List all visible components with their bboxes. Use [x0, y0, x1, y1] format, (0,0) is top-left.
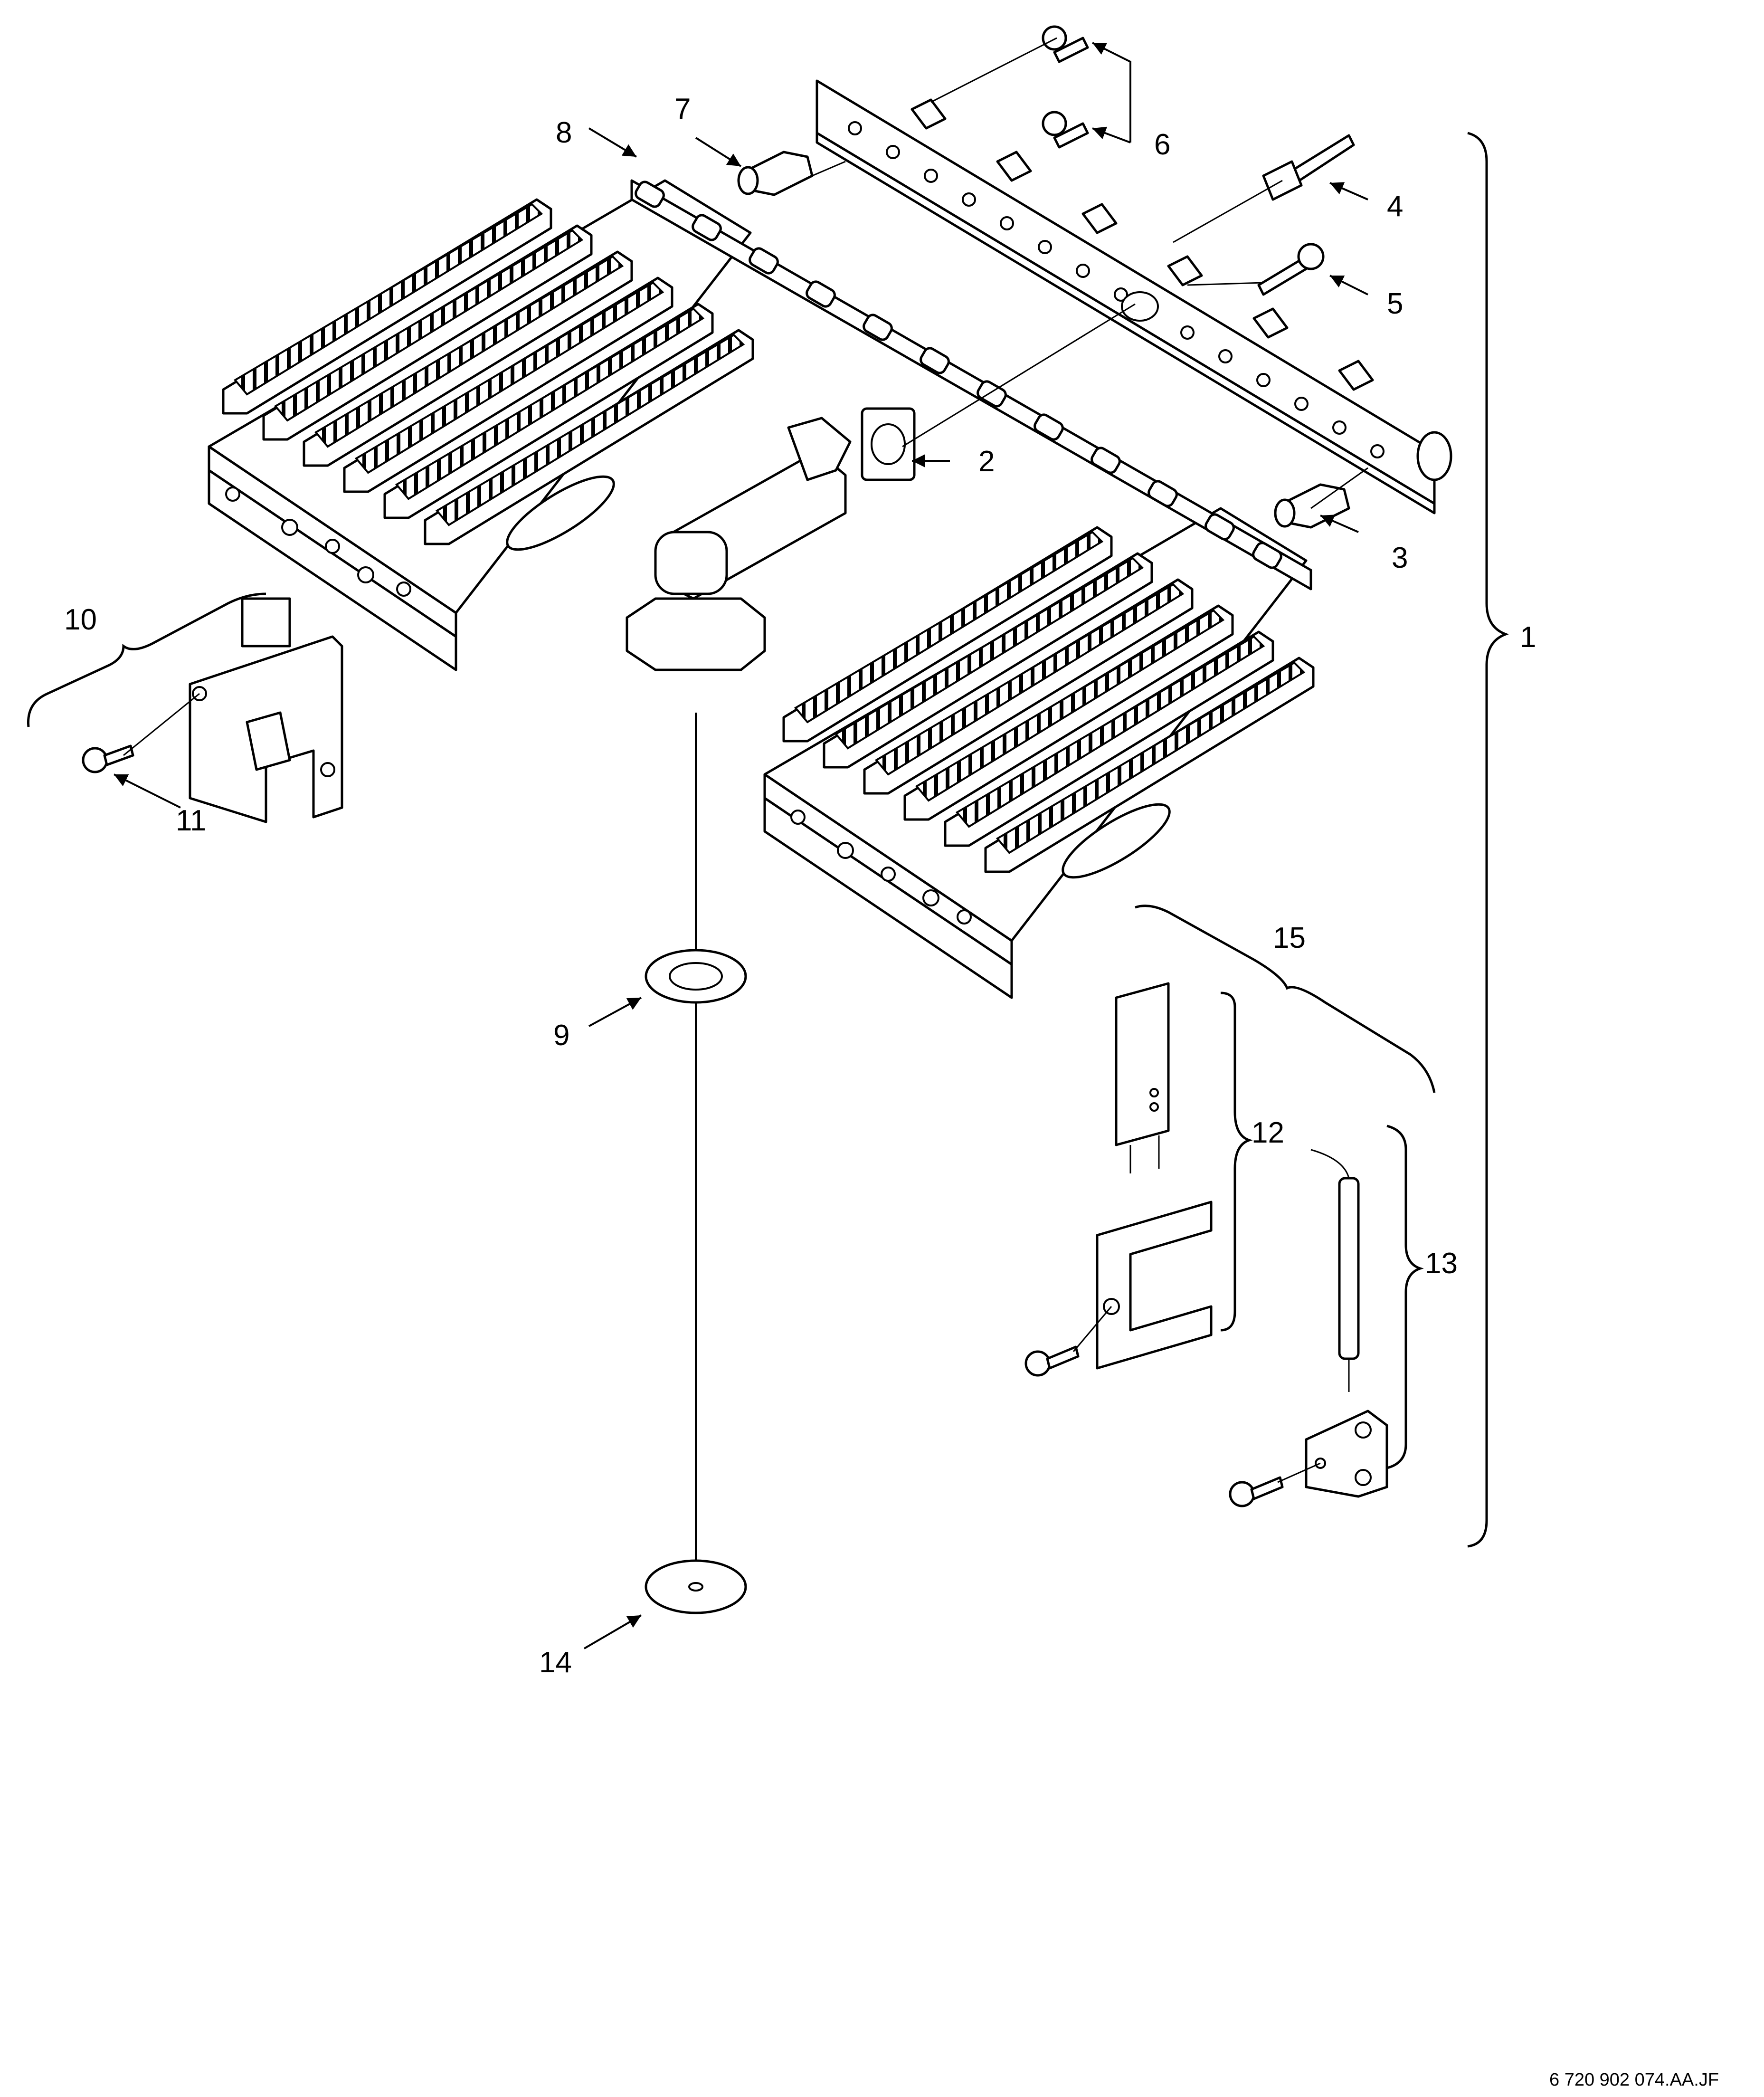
label-2: 2 — [978, 445, 995, 478]
label-6: 6 — [1154, 128, 1170, 161]
label-9: 9 — [553, 1019, 569, 1052]
screw-13 — [1229, 1476, 1284, 1507]
washer-14-hole — [688, 1582, 703, 1592]
flame-sensor-electrode — [1115, 982, 1170, 1173]
label-4: 4 — [1387, 190, 1403, 223]
brace-13 — [1386, 1125, 1424, 1469]
label-11: 11 — [176, 804, 206, 837]
brace-10 — [27, 592, 266, 727]
screw-6b — [1042, 111, 1089, 149]
label-5: 5 — [1387, 287, 1403, 320]
gasket-hole — [871, 423, 906, 465]
nozzle-7 — [737, 151, 814, 196]
brace-12 — [1220, 991, 1253, 1332]
label-14: 14 — [539, 1646, 572, 1679]
bracket-10 — [189, 597, 343, 823]
burner-bank-right — [763, 507, 1315, 999]
electrode-clip-12 — [1096, 1201, 1213, 1370]
brace-15 — [1135, 905, 1436, 1093]
screw-6a — [1042, 25, 1089, 63]
drawing-reference: 6 720 902 074.AA.JF — [1549, 2070, 1719, 2090]
nozzle-3 — [1274, 483, 1350, 529]
jet-strip — [630, 179, 1312, 591]
brace-1 — [1467, 132, 1509, 1548]
electrode-clip-13 — [1305, 1410, 1388, 1498]
label-3: 3 — [1392, 542, 1408, 574]
label-1: 1 — [1520, 621, 1536, 654]
label-13: 13 — [1425, 1247, 1458, 1280]
screw-12 — [1024, 1345, 1080, 1377]
washer-9-hole — [669, 962, 723, 991]
burner-bank-left — [208, 179, 754, 671]
label-12: 12 — [1252, 1116, 1284, 1149]
screw-5 — [1257, 243, 1325, 296]
test-nipple-4 — [1262, 134, 1355, 201]
label-10: 10 — [64, 603, 97, 636]
label-7: 7 — [674, 93, 691, 125]
screw-11 — [82, 744, 134, 773]
label-8: 8 — [556, 116, 572, 149]
ignition-electrode-13 — [1310, 1149, 1360, 1392]
label-15: 15 — [1273, 922, 1306, 954]
gas-manifold-rail — [816, 79, 1452, 515]
